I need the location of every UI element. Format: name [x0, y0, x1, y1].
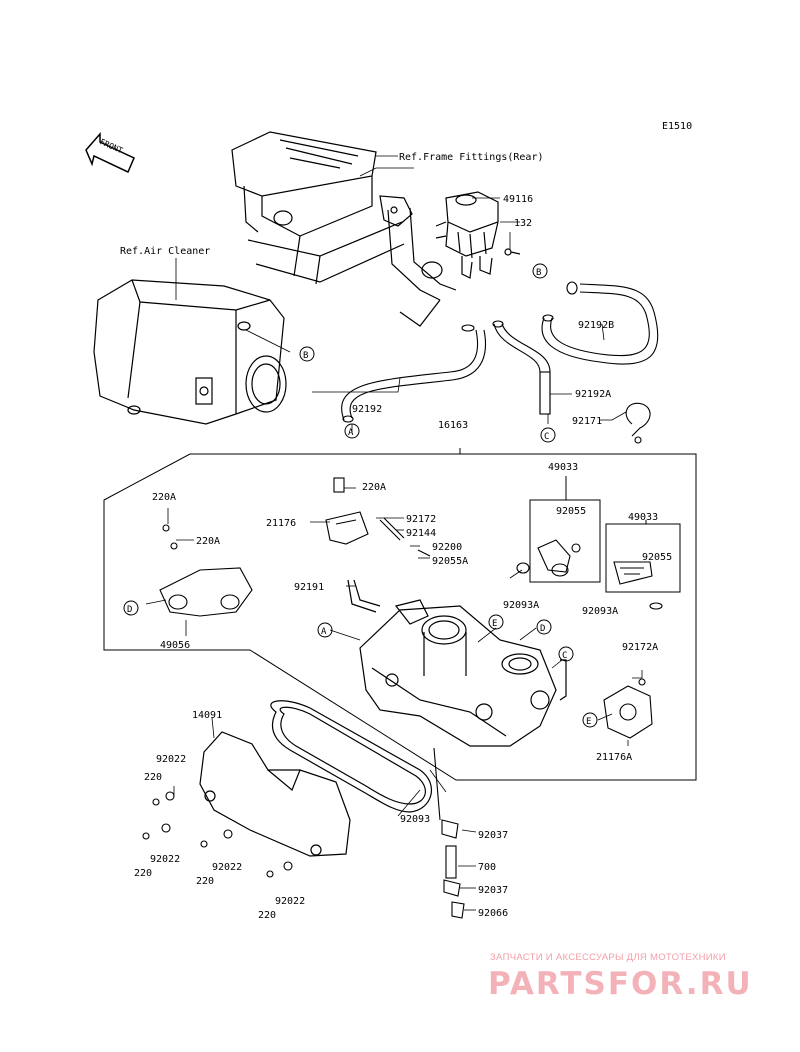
marker-circles: [123, 263, 598, 728]
marker-A1: A: [348, 428, 354, 438]
marker-D2: D: [540, 624, 545, 634]
part-label-92037-2: 92037: [478, 885, 508, 896]
part-label-92192: 92192: [352, 404, 382, 415]
marker-B2: B: [536, 268, 541, 278]
marker-C2: C: [562, 651, 567, 661]
part-label-220-3: 220: [196, 876, 214, 887]
front-arrow-icon: [85, 132, 135, 174]
leader-lines: [145, 155, 643, 911]
diagram-code: E1510: [662, 121, 692, 132]
sensor-21176-drawing: [325, 477, 431, 557]
front-label: FRONT: [98, 137, 124, 155]
cover-14091-drawing: [199, 731, 351, 857]
part-label-92200: 92200: [432, 542, 462, 553]
part-label-92055A: 92055A: [432, 556, 468, 567]
part-label-21176: 21176: [266, 518, 296, 529]
part-label-92192A: 92192A: [575, 389, 611, 400]
part-label-220-2: 220: [134, 868, 152, 879]
injector-box-49033: [529, 476, 681, 593]
part-label-92055-b: 92055: [642, 552, 672, 563]
part-label-220A-left2: 220A: [196, 536, 220, 547]
part-label-92037-1: 92037: [478, 830, 508, 841]
detail-box: [103, 448, 697, 781]
part-label-92192B: 92192B: [578, 320, 614, 331]
ref-frame-label: Ref.Frame Fittings(Rear): [399, 152, 544, 163]
hardware-drawing: [142, 747, 465, 919]
watermark-brand: PARTSFOR.RU: [488, 966, 753, 1002]
air-cleaner-drawing: [93, 279, 287, 425]
part-label-220-1: 220: [144, 772, 162, 783]
part-label-92022-1: 92022: [156, 754, 186, 765]
part-label-92022-4: 92022: [275, 896, 305, 907]
part-label-700: 700: [478, 862, 496, 873]
part-label-220A-top: 220A: [362, 482, 386, 493]
marker-C1: C: [544, 432, 549, 442]
watermark-tagline: ЗАПЧАСТИ И АКСЕССУАРЫ ДЛЯ МОТОТЕХНИКИ: [490, 952, 726, 963]
marker-D1: D: [127, 605, 132, 615]
part-label-16163: 16163: [438, 420, 468, 431]
belt-drawing: [270, 700, 432, 813]
part-label-92022-3: 92022: [212, 862, 242, 873]
part-label-49033-b: 49033: [628, 512, 658, 523]
marker-A2: A: [321, 627, 327, 637]
labels: E1510 FRONT Ref.Frame Fittings(Rear) Ref…: [98, 121, 692, 921]
part-label-21176A: 21176A: [596, 752, 632, 763]
part-label-92093A-1: 92093A: [503, 600, 539, 611]
part-label-92171: 92171: [572, 416, 602, 427]
part-49056-drawing: [159, 524, 253, 617]
frame-fittings-drawing: [231, 131, 457, 327]
part-label-92055-a: 92055: [556, 506, 586, 517]
part-label-14091: 14091: [192, 710, 222, 721]
part-label-92093: 92093: [400, 814, 430, 825]
part-label-92022-2: 92022: [150, 854, 180, 865]
part-label-92066: 92066: [478, 908, 508, 919]
part-label-92172A: 92172A: [622, 642, 658, 653]
part-label-49033-a: 49033: [548, 462, 578, 473]
ref-air-cleaner-label: Ref.Air Cleaner: [120, 246, 210, 257]
part-label-220A-left1: 220A: [152, 492, 176, 503]
part-label-49116: 49116: [503, 194, 533, 205]
part-label-220-4: 220: [258, 910, 276, 921]
part-label-49056: 49056: [160, 640, 190, 651]
marker-E1: E: [492, 619, 497, 629]
throttle-body-drawing: [347, 579, 567, 747]
part-label-132: 132: [514, 218, 532, 229]
marker-B1: B: [303, 351, 308, 361]
injector-drawing: [516, 539, 663, 610]
part-label-92093A-2: 92093A: [582, 606, 618, 617]
sensor-21176A-drawing: [603, 678, 653, 739]
part-label-92191: 92191: [294, 582, 324, 593]
valve-49116-drawing: [435, 191, 521, 279]
part-label-92172: 92172: [406, 514, 436, 525]
hoses-drawing: [341, 281, 659, 444]
part-label-92144: 92144: [406, 528, 436, 539]
marker-E2: E: [586, 717, 591, 727]
